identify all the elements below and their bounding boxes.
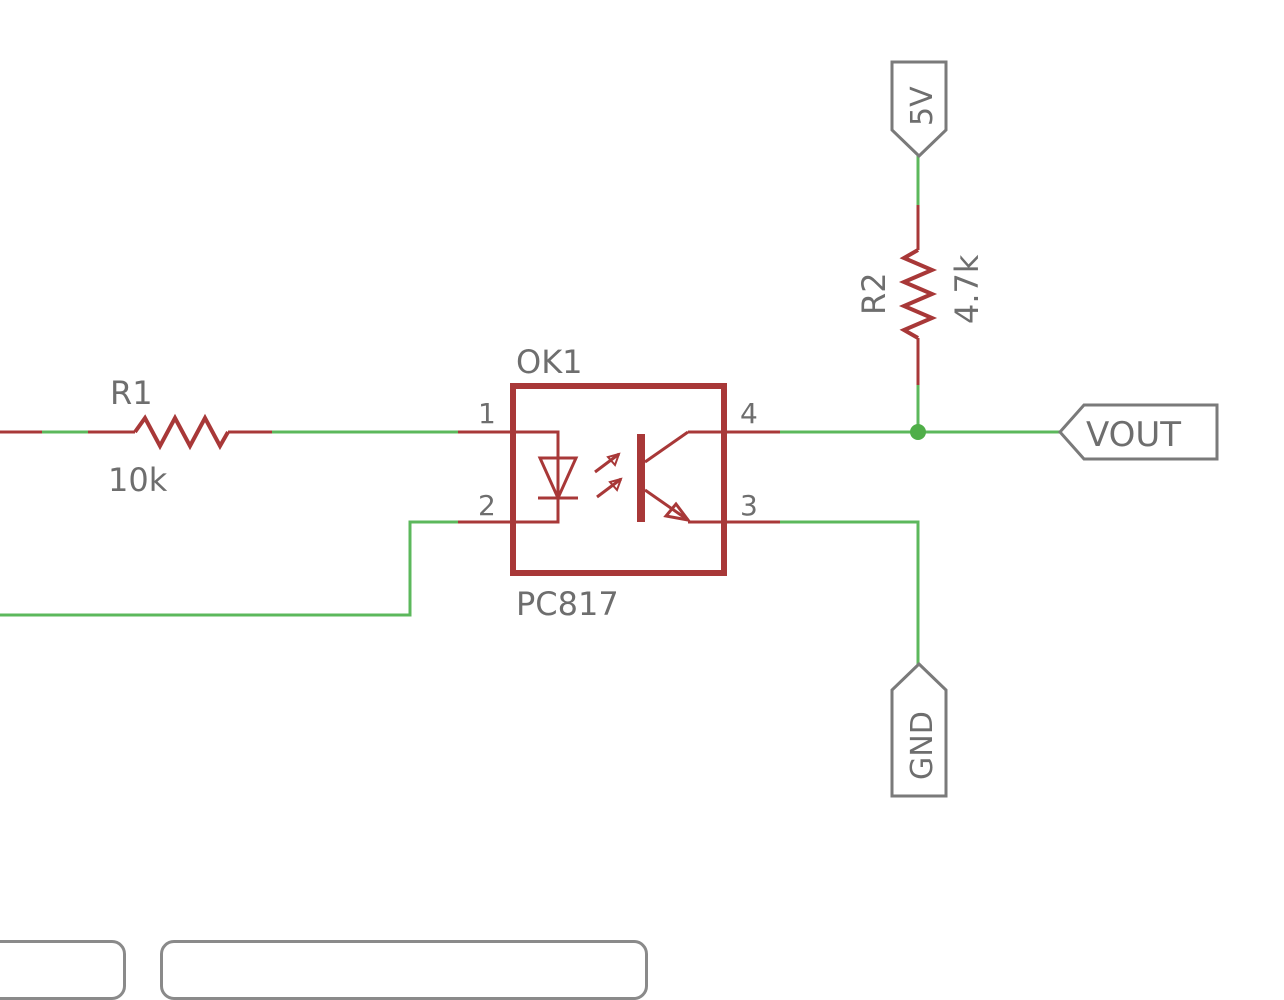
r2-value-label: 4.7k — [948, 254, 986, 324]
pin-2-label: 2 — [478, 489, 496, 522]
wire-return-to-pin2 — [0, 520, 460, 617]
phototransistor-symbol — [637, 430, 724, 524]
r1-ref-label: R1 — [110, 374, 153, 412]
ok1-ref-label: OK1 — [516, 343, 583, 381]
resistor-r1[interactable]: R1 10k — [0, 374, 272, 499]
bottom-panel-left[interactable] — [0, 940, 126, 1000]
port-gnd-label: GND — [905, 711, 940, 780]
resistor-r2[interactable]: R2 4.7k — [855, 205, 986, 385]
port-vout[interactable]: VOUT — [1057, 403, 1219, 461]
r2-ref-label: R2 — [855, 272, 893, 315]
pin-1-label: 1 — [478, 397, 496, 430]
junction-dot — [910, 424, 926, 440]
r1-value-label: 10k — [108, 461, 168, 499]
port-5v-label: 5V — [905, 86, 940, 126]
pin-3-label: 3 — [740, 489, 758, 522]
ok1-value-label: PC817 — [516, 585, 619, 623]
wire-pin3-to-gnd — [778, 520, 920, 667]
bottom-panel-center[interactable] — [160, 940, 648, 1000]
led-symbol — [513, 430, 623, 524]
ok1-body — [510, 383, 727, 576]
optocoupler-ok1[interactable]: OK1 PC817 1 2 4 3 — [458, 343, 780, 623]
schematic-canvas: R1 10k OK1 PC817 — [0, 60, 1219, 798]
port-5v[interactable]: 5V — [890, 60, 948, 159]
port-vout-label: VOUT — [1086, 415, 1181, 455]
port-gnd[interactable]: GND — [890, 661, 948, 798]
pin-4-label: 4 — [740, 397, 758, 430]
